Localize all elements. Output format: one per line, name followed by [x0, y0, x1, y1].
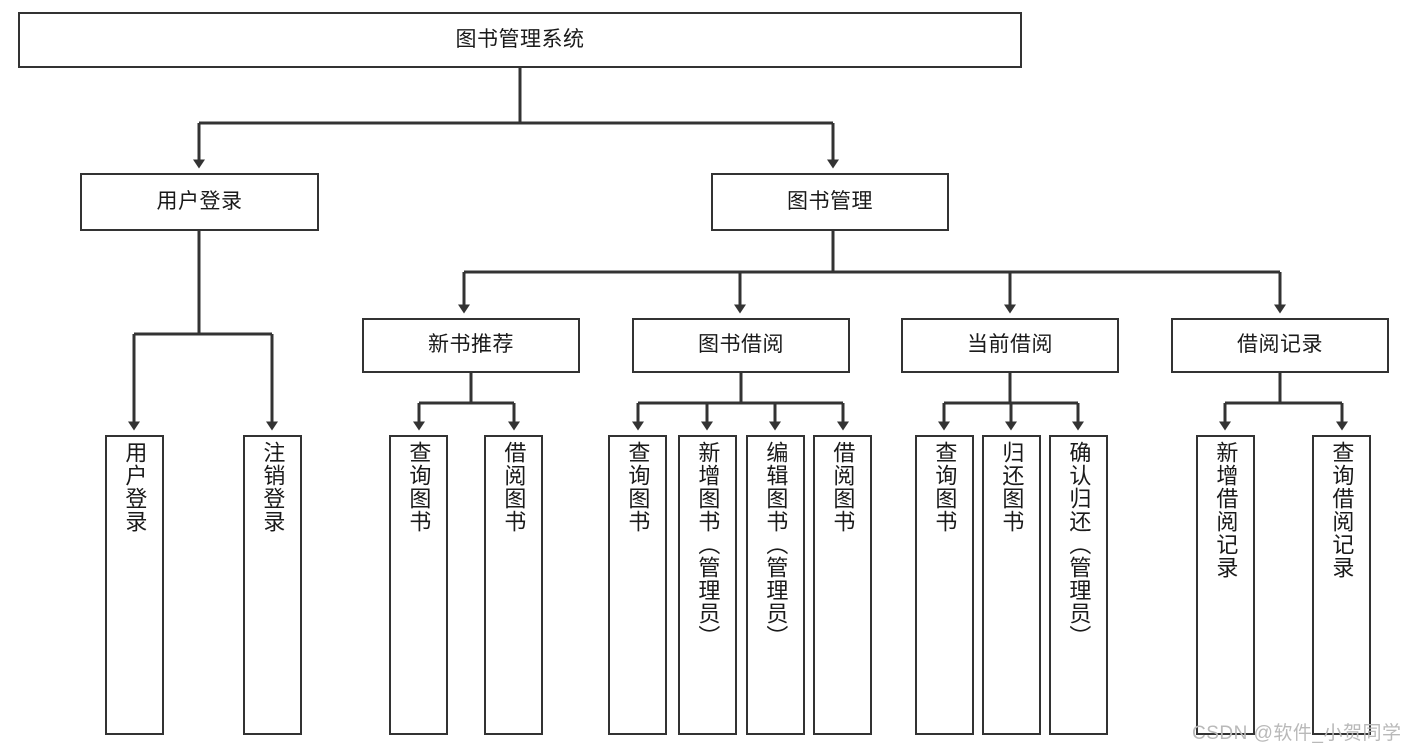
node-new-book-recommend[interactable]: 新书推荐: [362, 318, 580, 373]
node-borrow-records[interactable]: 借阅记录: [1171, 318, 1389, 373]
node-label: 归还图书: [999, 441, 1025, 533]
node-label: 编辑图书（管理员）: [763, 441, 789, 648]
edges-user-login: [128, 231, 278, 431]
node-label: 当前借阅: [967, 333, 1053, 357]
node-book-management[interactable]: 图书管理: [711, 173, 949, 231]
node-root-system[interactable]: 图书管理系统: [18, 12, 1022, 68]
node-leaf-borrow-books-new[interactable]: 借阅图书: [484, 435, 543, 735]
node-label: 查询图书: [625, 441, 651, 533]
node-leaf-confirm-return-admin[interactable]: 确认归还（管理员）: [1049, 435, 1108, 735]
node-leaf-borrow-book[interactable]: 借阅图书: [813, 435, 872, 735]
node-leaf-edit-book-admin[interactable]: 编辑图书（管理员）: [746, 435, 805, 735]
node-label: 图书管理: [787, 189, 873, 213]
edges-current-borrow: [938, 373, 1084, 431]
node-leaf-logout[interactable]: 注销登录: [243, 435, 302, 735]
node-leaf-query-books-new[interactable]: 查询图书: [389, 435, 448, 735]
node-leaf-add-borrow-record[interactable]: 新增借阅记录: [1196, 435, 1255, 735]
edges-book-borrow: [632, 373, 849, 431]
csdn-watermark: CSDN @软件_小贺同学: [1192, 723, 1402, 744]
node-label: 新增图书（管理员）: [695, 441, 721, 648]
node-label: 借阅图书: [501, 441, 527, 533]
node-leaf-add-book-admin[interactable]: 新增图书（管理员）: [678, 435, 737, 735]
node-leaf-user-login[interactable]: 用户登录: [105, 435, 164, 735]
node-label: 注销登录: [260, 441, 286, 533]
node-leaf-query-books-current[interactable]: 查询图书: [915, 435, 974, 735]
node-leaf-return-book[interactable]: 归还图书: [982, 435, 1041, 735]
node-label: 借阅记录: [1237, 333, 1323, 357]
node-leaf-query-books[interactable]: 查询图书: [608, 435, 667, 735]
edges-borrow-records: [1219, 373, 1348, 431]
node-label: 查询图书: [406, 441, 432, 533]
node-label: 新书推荐: [428, 333, 514, 357]
node-current-borrow[interactable]: 当前借阅: [901, 318, 1119, 373]
edges-new-book-recommend: [413, 373, 520, 431]
node-book-borrow[interactable]: 图书借阅: [632, 318, 850, 373]
node-label: 借阅图书: [830, 441, 856, 533]
node-label: 用户登录: [156, 189, 243, 213]
node-label: 确认归还（管理员）: [1066, 441, 1092, 648]
node-user-login[interactable]: 用户登录: [80, 173, 319, 231]
node-label: 查询借阅记录: [1329, 441, 1355, 579]
edges-book-management: [458, 231, 1286, 314]
node-leaf-query-borrow-record[interactable]: 查询借阅记录: [1312, 435, 1371, 735]
node-label: 用户登录: [122, 441, 148, 533]
node-label: 新增借阅记录: [1213, 441, 1239, 579]
node-label: 图书管理系统: [455, 27, 585, 51]
node-label: 图书借阅: [698, 333, 784, 357]
node-label: 查询图书: [932, 441, 958, 533]
edges-root: [193, 68, 839, 169]
